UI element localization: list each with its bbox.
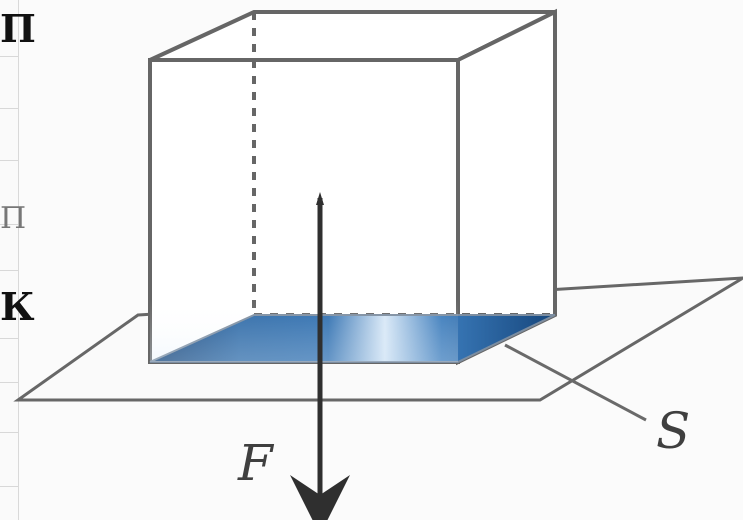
partial-glyph-middle: П	[0, 201, 27, 236]
strip-divider	[0, 338, 18, 339]
strip-divider	[0, 108, 18, 109]
partial-glyph-top: П	[0, 6, 36, 51]
strip-divider	[0, 270, 18, 271]
strip-divider	[0, 224, 18, 225]
area-label: S	[656, 402, 691, 460]
strip-divider	[0, 160, 18, 161]
area-pointer-line	[504, 343, 647, 422]
strip-divider	[0, 56, 18, 57]
cube-side-face	[456, 8, 557, 366]
strip-divider	[0, 486, 18, 487]
partial-glyph-bottom: К	[0, 284, 35, 329]
left-page-strip: П П К	[0, 0, 36, 520]
strip-divider	[0, 382, 18, 383]
strip-divider	[0, 432, 18, 433]
force-label: F	[238, 434, 273, 492]
contact-area-fade	[150, 300, 458, 362]
force-arrow-tail	[316, 192, 324, 205]
